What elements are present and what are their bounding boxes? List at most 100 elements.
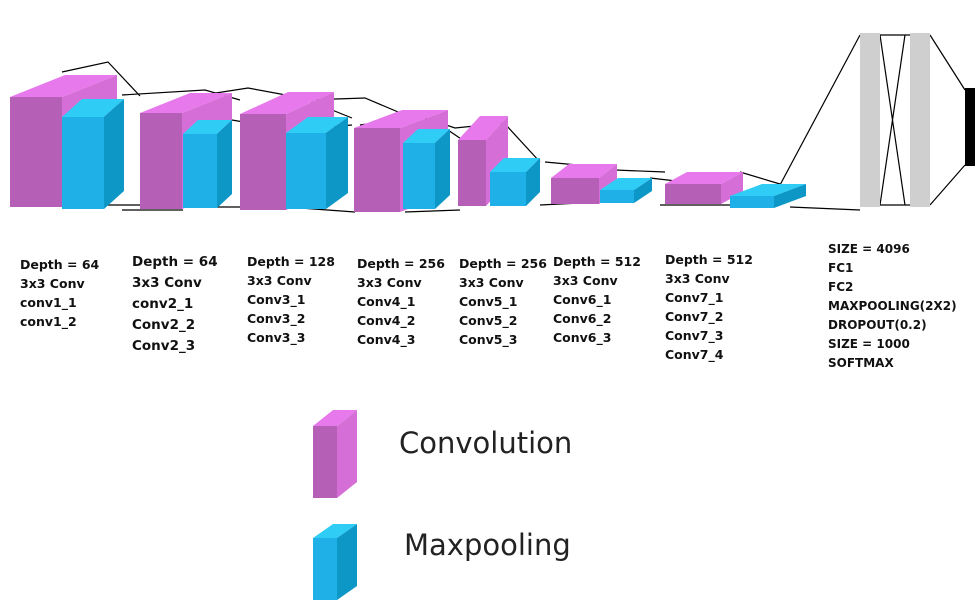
- label-line: Conv6_3: [553, 330, 612, 345]
- conv-block-7-front: [665, 184, 721, 204]
- block-label-6: Depth = 512 3x3 Conv Conv6_1 Conv6_2 Con…: [553, 252, 641, 347]
- label-line: Depth = 128: [247, 254, 335, 269]
- legend-convolution-swatch: [313, 410, 357, 498]
- pool-block-5-top: [490, 158, 540, 172]
- fc-block-label: SIZE = 4096 FC1 FC2 MAXPOOLING(2X2) DROP…: [828, 240, 957, 373]
- connector: [404, 209, 461, 213]
- conv-block-4-front: [354, 128, 400, 212]
- label-line: SIZE = 1000: [828, 337, 910, 351]
- pool-block-6: [600, 178, 652, 203]
- pool-block-5-side: [526, 158, 540, 206]
- fully-connected-section: [860, 33, 975, 207]
- label-line: 3x3 Conv: [357, 275, 422, 290]
- legend-convolution-swatch-top: [313, 410, 357, 426]
- conv-block-3-front: [240, 114, 286, 210]
- block-label-2: Depth = 64 3x3 Conv conv2_1 Conv2_2 Conv…: [132, 252, 218, 357]
- connector: [879, 34, 906, 206]
- connector: [789, 206, 861, 211]
- pool-block-1-top: [62, 99, 124, 117]
- pool-block-6-top: [600, 178, 652, 190]
- pool-block-4-front: [403, 143, 435, 209]
- conv-block-1-front: [10, 97, 62, 207]
- pool-block-7: [730, 184, 806, 208]
- label-line: Conv4_3: [357, 332, 416, 347]
- pool-block-7-front: [730, 196, 774, 208]
- conv-block-3-top: [240, 92, 334, 114]
- conv-block-1-top: [10, 75, 117, 97]
- label-line: Conv5_1: [459, 294, 518, 309]
- pool-block-7-side: [774, 184, 806, 208]
- fc1-layer: [860, 33, 880, 207]
- label-line: conv1_2: [20, 314, 77, 329]
- conv-block-5-front: [458, 140, 486, 206]
- label-line: MAXPOOLING(2X2): [828, 299, 957, 313]
- block-label-3: Depth = 128 3x3 Conv Conv3_1 Conv3_2 Con…: [247, 252, 335, 347]
- label-line: 3x3 Conv: [247, 273, 312, 288]
- pool-block-2-side: [217, 120, 232, 208]
- label-line: Conv4_2: [357, 313, 416, 328]
- legend-maxpooling-label: Maxpooling: [404, 528, 571, 562]
- pool-block-2: [183, 120, 232, 208]
- connector: [614, 169, 666, 173]
- label-line: FC2: [828, 280, 854, 294]
- label-line: Conv2_2: [132, 317, 196, 333]
- label-line: Conv7_4: [665, 347, 724, 362]
- pool-block-3-front: [286, 133, 326, 209]
- legend-convolution-swatch-front: [313, 426, 337, 498]
- pool-block-1: [62, 99, 124, 209]
- legend-convolution-swatch-side: [337, 410, 357, 498]
- label-line: Conv6_1: [553, 292, 612, 307]
- block-label-1: Depth = 64 3x3 Conv conv1_1 conv1_2: [20, 255, 99, 331]
- label-line: SOFTMAX: [828, 356, 894, 370]
- conv-block-2-top: [140, 93, 232, 113]
- pool-block-1-front: [62, 117, 104, 209]
- connector: [929, 164, 966, 206]
- connector: [739, 171, 781, 185]
- pool-block-5-front: [490, 172, 526, 206]
- label-line: Depth = 512: [553, 254, 641, 269]
- label-line: Conv3_3: [247, 330, 306, 345]
- legend-maxpooling-swatch-top: [313, 524, 357, 538]
- label-line: conv1_1: [20, 295, 77, 310]
- pool-block-5: [490, 158, 540, 206]
- pool-block-4-side: [435, 129, 450, 209]
- label-line: Conv5_2: [459, 313, 518, 328]
- conv-block-2-front: [140, 113, 182, 209]
- label-line: Conv6_2: [553, 311, 612, 326]
- pool-block-6-front: [600, 190, 634, 203]
- label-line: Depth = 256: [357, 256, 445, 271]
- label-line: Conv2_3: [132, 338, 196, 354]
- label-line: Conv5_3: [459, 332, 518, 347]
- conv-block-7-side: [721, 172, 743, 204]
- pool-block-3: [286, 117, 348, 209]
- connector: [61, 61, 141, 97]
- pool-block-6-side: [634, 178, 652, 203]
- legend-convolution-label: Convolution: [399, 426, 573, 460]
- label-line: Conv3_1: [247, 292, 306, 307]
- conv-block-6-front: [551, 178, 599, 204]
- pool-block-2-front: [183, 134, 217, 208]
- layer-blocks: [10, 75, 806, 212]
- label-line: Conv4_1: [357, 294, 416, 309]
- label-line: Conv7_3: [665, 328, 724, 343]
- label-line: 3x3 Conv: [20, 276, 85, 291]
- block-label-4: Depth = 256 3x3 Conv Conv4_1 Conv4_2 Con…: [357, 254, 445, 349]
- label-line: Depth = 64: [20, 257, 100, 272]
- pool-block-3-side: [326, 117, 348, 209]
- pool-block-4-top: [403, 129, 450, 143]
- pool-block-1-side: [104, 99, 124, 209]
- legend-maxpooling-swatch-side: [337, 524, 357, 600]
- legend-maxpooling-swatch-front: [313, 538, 337, 600]
- pool-block-7-top: [730, 184, 806, 196]
- fc2-layer: [910, 33, 930, 207]
- label-line: DROPOUT(0.2): [828, 318, 927, 332]
- pool-block-4: [403, 129, 450, 209]
- conv-block-4-top: [354, 110, 448, 128]
- label-line: Conv7_2: [665, 309, 724, 324]
- legend-maxpooling-swatch: [313, 524, 357, 600]
- block-label-7: Depth = 512 3x3 Conv Conv7_1 Conv7_2 Con…: [665, 250, 753, 364]
- label-line: 3x3 Conv: [665, 271, 730, 286]
- conv-block-5-top: [458, 116, 508, 140]
- label-line: Depth = 256: [459, 256, 547, 271]
